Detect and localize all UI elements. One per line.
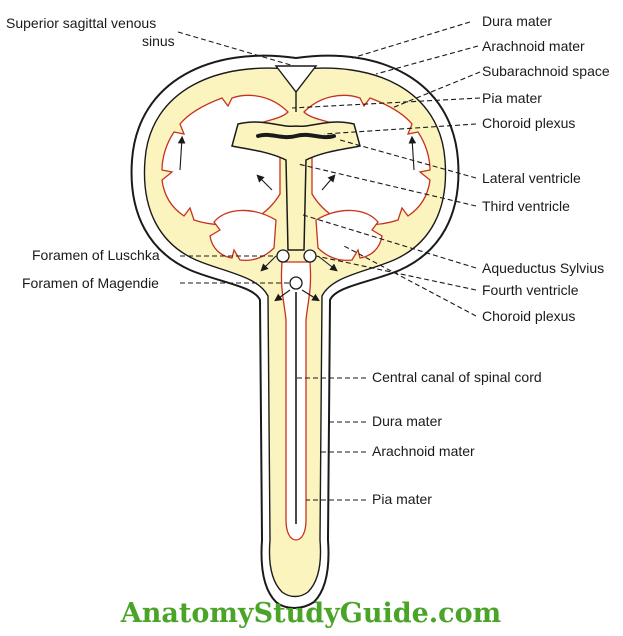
label-superior-sagittal-venous-sinus: Superior sagittal venous: [6, 15, 156, 31]
label-choroid-plexus-top: Choroid plexus: [482, 115, 575, 131]
label-dura-mater-bottom: Dura mater: [372, 413, 442, 429]
labels: Superior sagittal venous sinus Dura mate…: [6, 13, 610, 507]
anatomy-figure: [130, 54, 460, 609]
label-choroid-plexus-bottom: Choroid plexus: [482, 308, 575, 324]
label-fourth-ventricle: Fourth ventricle: [482, 282, 579, 298]
choroid-plexus-upper: [256, 132, 336, 140]
label-foramen-of-luschka: Foramen of Luschka: [32, 247, 160, 263]
label-sinus: sinus: [142, 33, 175, 49]
label-aqueductus-sylvius: Aqueductus Sylvius: [482, 260, 604, 276]
label-third-ventricle: Third ventricle: [482, 198, 570, 214]
superior-sagittal-sinus: [274, 65, 318, 94]
label-pia-mater-bottom: Pia mater: [372, 491, 432, 507]
label-dura-mater-top: Dura mater: [482, 13, 552, 29]
leader-lines: [177, 21, 481, 501]
lateral-ventricle: [231, 121, 361, 251]
label-subarachnoid-space: Subarachnoid space: [482, 63, 610, 79]
label-arachnoid-mater-top: Arachnoid mater: [482, 38, 585, 54]
foramen-luschka-right: [303, 249, 317, 263]
label-central-canal-of-spinal-cord: Central canal of spinal cord: [372, 369, 542, 385]
label-lateral-ventricle: Lateral ventricle: [482, 170, 581, 186]
label-pia-mater-top: Pia mater: [482, 90, 542, 106]
cerebellum-right: [315, 209, 383, 262]
watermark: AnatomyStudyGuide.com: [120, 598, 501, 629]
label-arachnoid-mater-bottom: Arachnoid mater: [372, 443, 475, 459]
label-foramen-of-magendie: Foramen of Magendie: [22, 275, 159, 291]
cerebellum-left: [209, 209, 277, 262]
foramen-luschka-left: [276, 249, 290, 263]
csf-flow-arrows: [177, 135, 417, 302]
foramen-magendie: [289, 276, 303, 290]
